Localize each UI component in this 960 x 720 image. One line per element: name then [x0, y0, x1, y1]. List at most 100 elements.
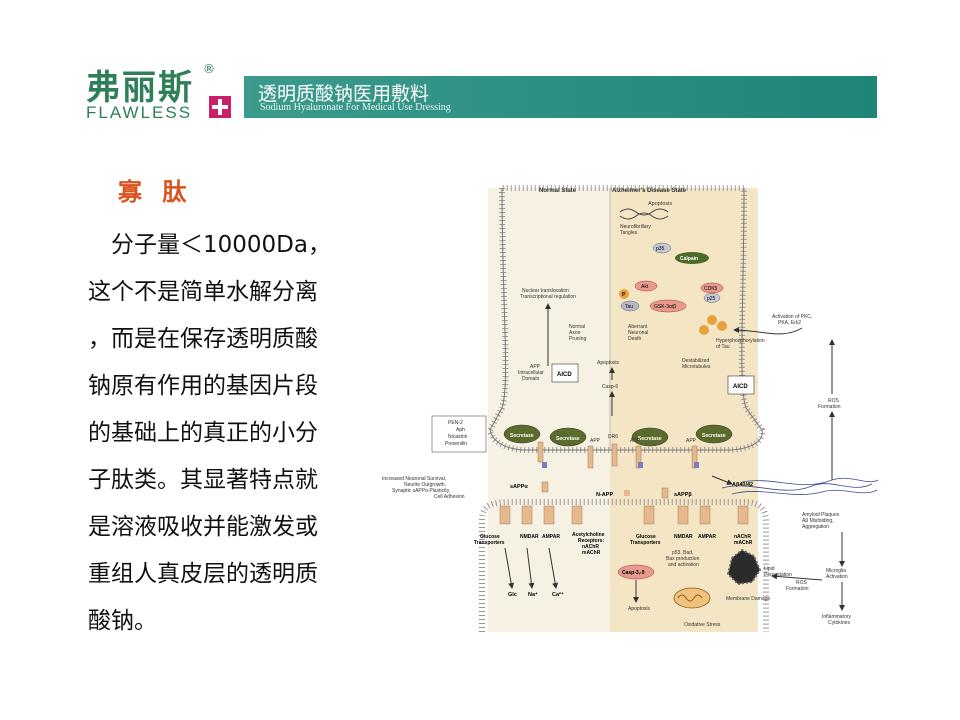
- sappb-label: sAPPβ: [674, 492, 692, 498]
- svg-text:Axon: Axon: [569, 330, 581, 336]
- microglia-label: Microglia: [826, 568, 846, 574]
- p25-node: [703, 293, 721, 303]
- svg-text:Peroxidation: Peroxidation: [764, 572, 792, 578]
- body-line: ，而是在保存透明质酸: [88, 326, 318, 352]
- slide-body: 分子量＜10000Da， 这个不是简单水解分离 ，而是在保存透明质酸 钠原有作用…: [88, 222, 368, 645]
- body-line: 子肽类。其显著特点就: [88, 467, 318, 493]
- phospho-p3: [717, 321, 727, 331]
- amyloid-fibers: [721, 483, 873, 491]
- body-line: 重组人真皮层的透明质: [88, 561, 318, 587]
- alzheimers-pathway-diagram: Normal State Alzheimer's Disease State A…: [382, 185, 879, 632]
- gamma-secretase-normal: [503, 424, 541, 444]
- ros-formation-label: ROS: [828, 398, 840, 404]
- body-line: 钠原有作用的基因片段: [88, 373, 318, 399]
- membrane-damage-shape: [726, 548, 762, 586]
- beta-secretase: [631, 427, 669, 447]
- svg-text:Transporters: Transporters: [474, 540, 505, 546]
- svg-text:Domain: Domain: [522, 376, 539, 382]
- app-label-1: APP: [590, 438, 601, 444]
- phospho-p4: [699, 325, 709, 335]
- phospho-p: [619, 289, 629, 299]
- app-rod: [537, 441, 544, 463]
- achr-receptor: [571, 505, 583, 525]
- inflammatory-label: Inflammatory: [822, 614, 851, 620]
- napp-block: [624, 490, 630, 496]
- apoptosis-top-label: Apoptosis: [648, 201, 672, 207]
- achr-label: Acetylcholine: [572, 532, 605, 538]
- glucose-transporter-ad: [643, 505, 655, 525]
- normal-axon-label: Normal: [569, 324, 585, 330]
- tangle-strands: [619, 208, 669, 216]
- svg-text:mAChR: mAChR: [582, 550, 601, 556]
- aberrant-label: Aberrant: [628, 324, 648, 330]
- svg-text:Secretase: Secretase: [510, 433, 534, 439]
- p25-label: p25: [707, 296, 716, 302]
- banner-title: 透明质酸钠医用敷料: [258, 83, 430, 105]
- calpain-node: [675, 252, 709, 264]
- svg-text:Cytokines: Cytokines: [828, 620, 850, 626]
- membrane-damage-label: Membrane Damage: [726, 596, 770, 602]
- nmdar-label: NMDAR: [520, 534, 539, 540]
- nmdar-receptor-ad: [677, 505, 689, 525]
- normal-state-background: [488, 188, 610, 632]
- lipid-label: Lipid: [764, 566, 775, 572]
- dr6-label: DR6: [608, 434, 618, 440]
- pkc-arrow: [733, 327, 803, 335]
- svg-text:Transporters: Transporters: [630, 540, 661, 546]
- ros2-label: ROS: [796, 580, 808, 586]
- glucose-label: Glucose: [480, 534, 500, 540]
- svg-text:Neuronal: Neuronal: [628, 330, 648, 336]
- gsk3-label: GSK-3α/β: [654, 304, 676, 310]
- svg-text:Transcriptional regulation: Transcriptional regulation: [520, 294, 576, 300]
- abeta-arrow: [711, 475, 733, 485]
- sappa-block: [541, 481, 549, 493]
- dr6-rod: [611, 443, 618, 467]
- ampar-receptor-ad: [699, 505, 711, 525]
- svg-text:nAChR: nAChR: [582, 544, 599, 550]
- nmdar-label-ad: NMDAR: [674, 534, 693, 540]
- sappa-label: sAPPα: [510, 484, 528, 490]
- mitochondrion: [673, 587, 711, 609]
- glucose-label-ad: Glucose: [636, 534, 656, 540]
- apoptosis-bottom-label: Apoptosis: [628, 606, 650, 612]
- presenilin-box: [431, 415, 487, 453]
- svg-text:Aggregation: Aggregation: [802, 524, 829, 530]
- svg-text:and activation: and activation: [668, 562, 699, 568]
- presynaptic-outline: [489, 187, 763, 451]
- svg-text:Secretase: Secretase: [556, 436, 580, 442]
- postsynaptic-membrane: [479, 499, 769, 632]
- svg-text:Intracellular: Intracellular: [518, 370, 544, 376]
- svg-text:Neurite Outgrowth,: Neurite Outgrowth,: [404, 482, 446, 488]
- p35-node: [652, 242, 672, 254]
- gsk3-node: [649, 299, 687, 313]
- svg-text:of Tau: of Tau: [716, 344, 730, 350]
- apoptosis-mid-label: Apoptosis: [597, 360, 619, 366]
- app-label-3: APP: [686, 438, 697, 444]
- casp39-node: [617, 564, 655, 580]
- svg-text:PKA, Erk2: PKA, Erk2: [778, 320, 801, 326]
- svg-text:Presenilin: Presenilin: [445, 441, 467, 447]
- svg-text:Formation: Formation: [786, 586, 809, 592]
- casp6-label: Casp-6: [602, 384, 618, 390]
- akt-label: Akt: [641, 284, 649, 290]
- tau-label: Tau: [625, 304, 633, 310]
- svg-text:Receptors:: Receptors:: [578, 538, 604, 544]
- svg-text:Formation: Formation: [818, 404, 841, 410]
- app-rod: [587, 445, 594, 469]
- body-line: 的基础上的真正的小分: [88, 420, 318, 446]
- pkc-label: Activation of PKC,: [772, 314, 812, 320]
- sappb-block: [661, 487, 669, 499]
- svg-text:Synaptic sAPPα Plasticity,: Synaptic sAPPα Plasticity,: [392, 488, 450, 494]
- ca-label: Ca²⁺: [552, 591, 564, 598]
- amyloid-label: Amyloid Plaques: [802, 512, 840, 518]
- casp39-label: Casp-3,-9: [622, 570, 645, 576]
- title-banner: 透明质酸钠医用敷料 Sodium Hyaluronate For Medical…: [244, 76, 877, 118]
- aicd-box-ad: [727, 375, 755, 395]
- p35-label: p35: [656, 246, 665, 252]
- normal-state-label: Normal State: [539, 188, 577, 194]
- glucose-transporter: [499, 505, 511, 525]
- svg-text:mAChR: mAChR: [734, 540, 753, 546]
- alpha-secretase: [549, 427, 587, 447]
- svg-text:Aβ Misfolding,: Aβ Misfolding,: [802, 518, 834, 524]
- nachr-receptor-ad: [737, 505, 749, 525]
